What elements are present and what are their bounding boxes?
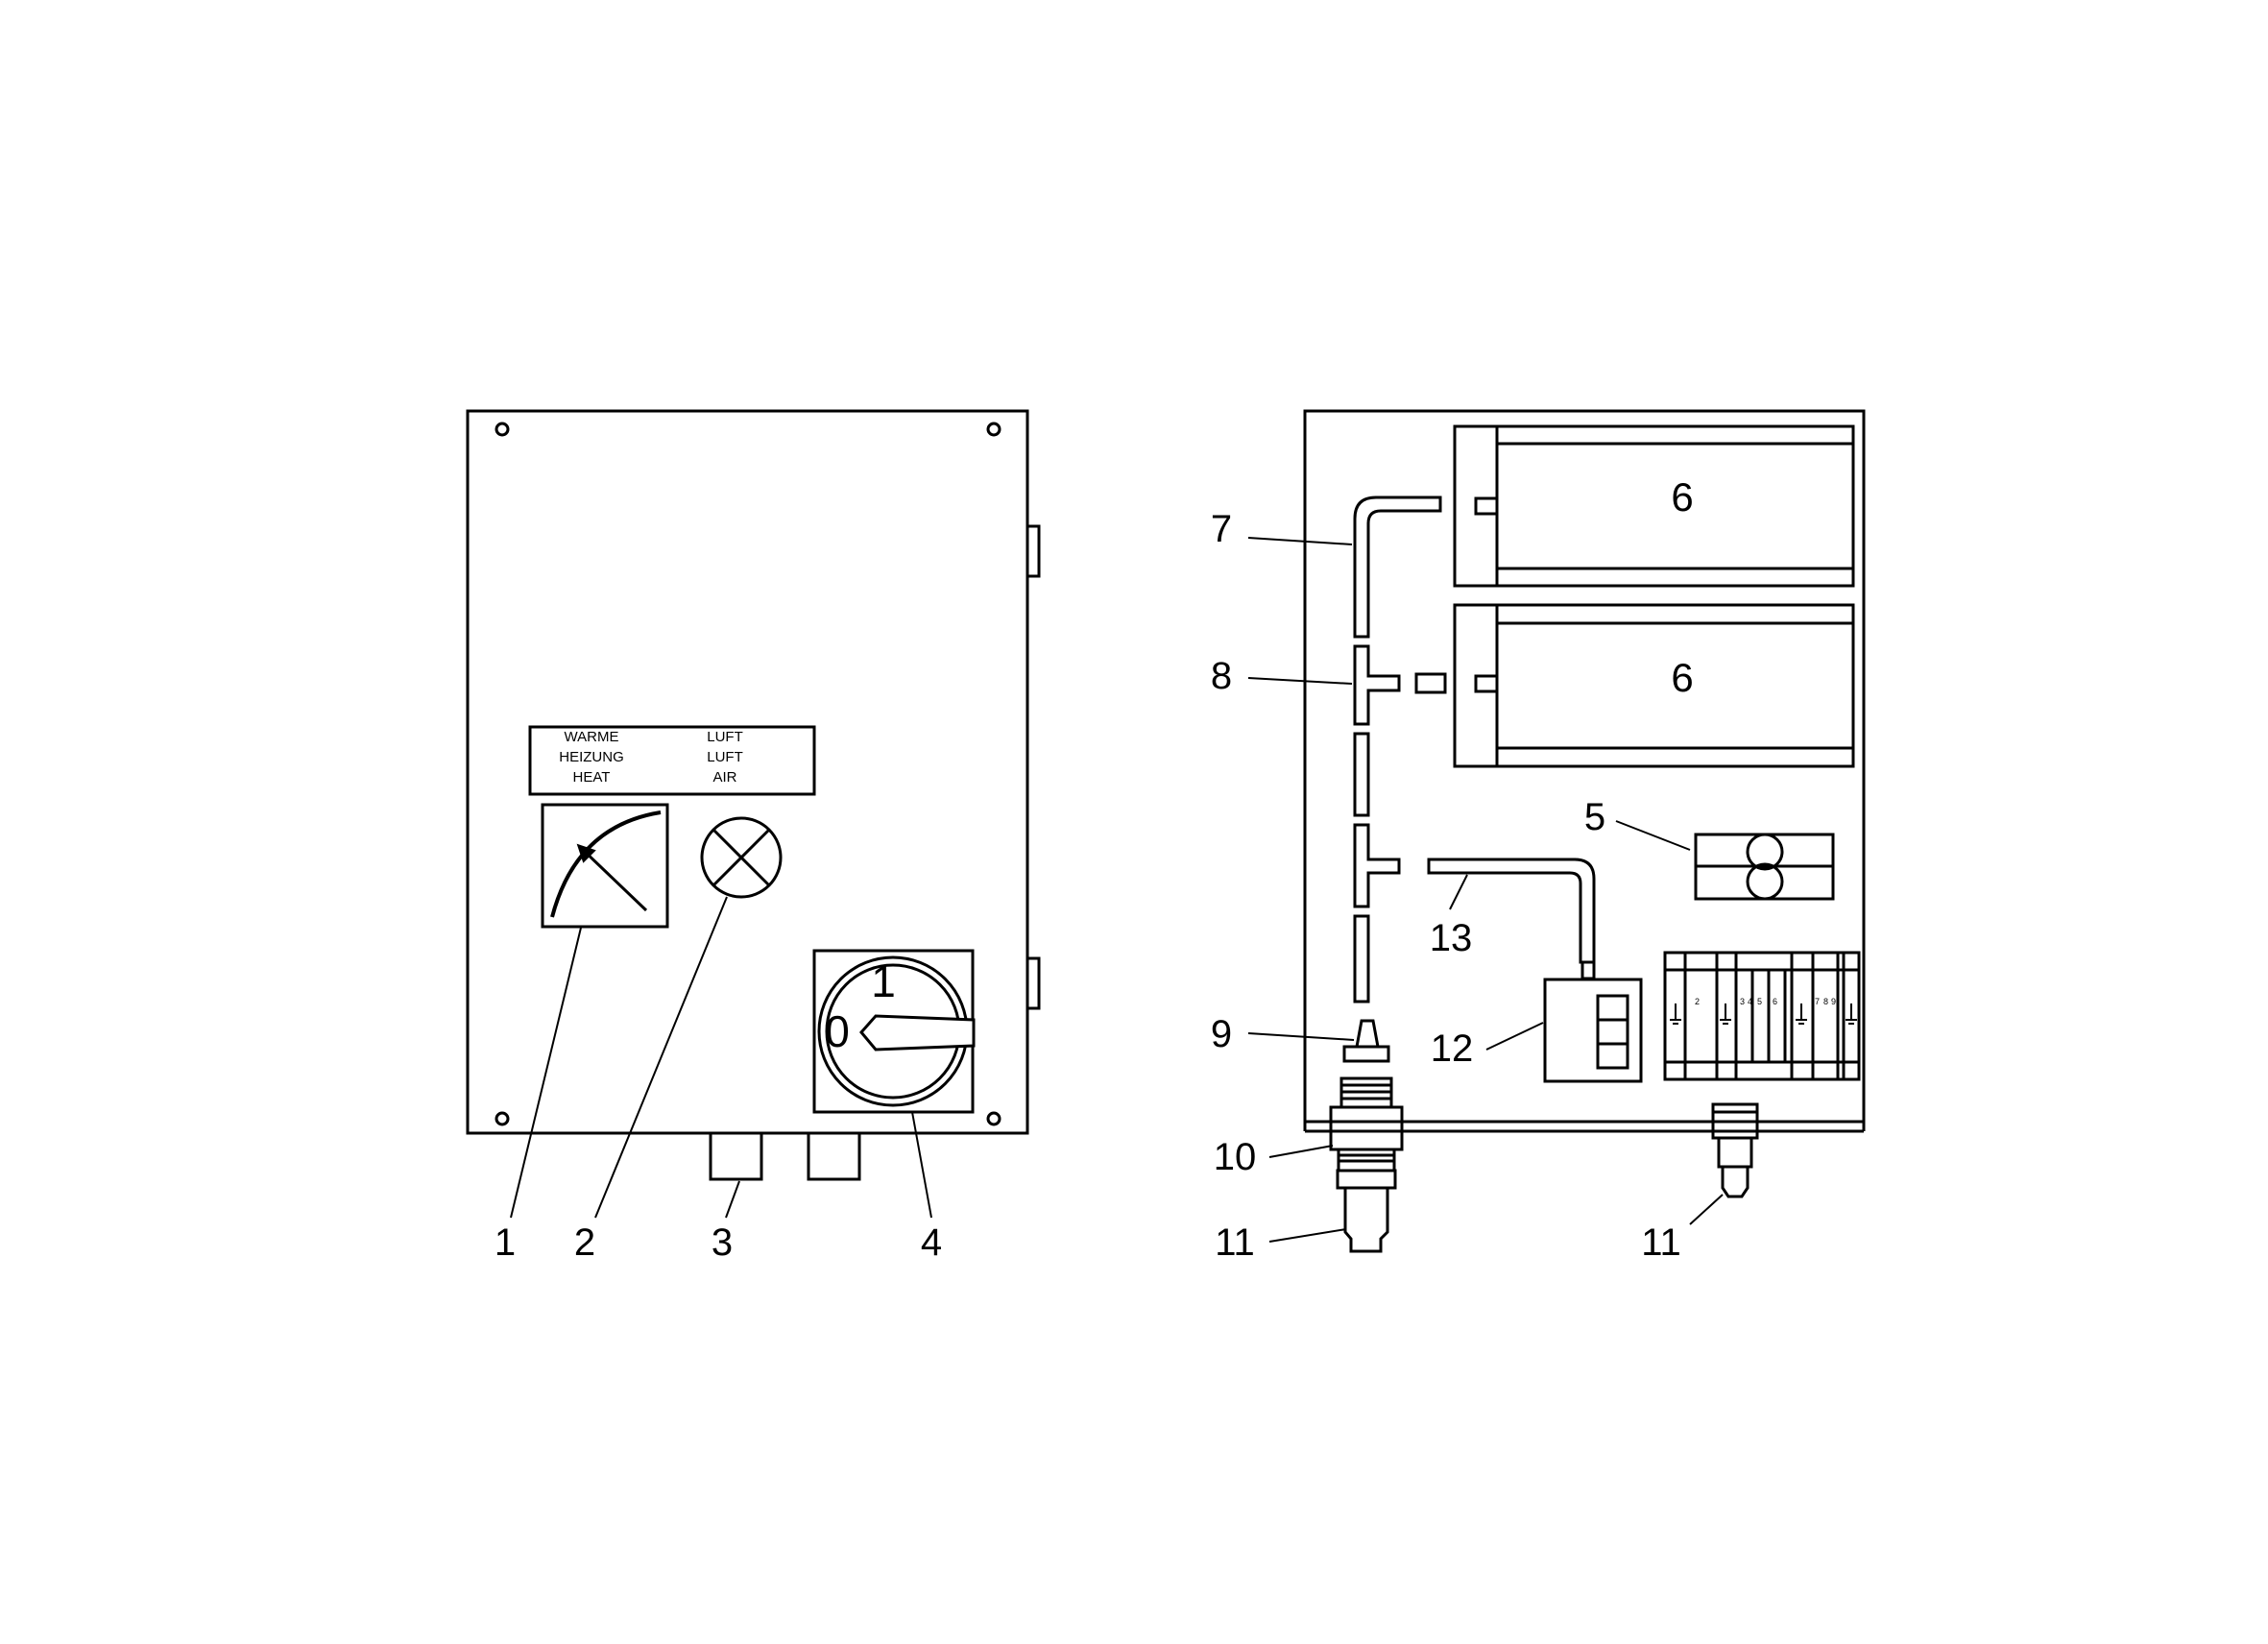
cable-gland (807, 1131, 861, 1181)
plate-right-line2: LUFT (707, 749, 743, 765)
screw-icon (495, 422, 510, 437)
elbow-fitting (1353, 496, 1442, 639)
tube (1353, 914, 1370, 1003)
cable-gland (709, 1131, 763, 1181)
plate-left-line2: HEIZUNG (559, 749, 624, 765)
callout-11-left: 11 (1215, 1221, 1255, 1264)
front-panel (466, 409, 1041, 1181)
inside-panel (1303, 409, 1866, 1253)
tee-fitting (1353, 644, 1401, 726)
terminal-mark: 8 (1823, 997, 1828, 1006)
callout-7: 7 (1211, 508, 1232, 550)
callout-13: 13 (1430, 917, 1473, 959)
callout-2: 2 (574, 1221, 595, 1264)
nozzle (1342, 1019, 1390, 1063)
leader-lines (510, 537, 1724, 1243)
screw-icon (495, 1111, 510, 1126)
terminal-mark: 7 (1815, 997, 1820, 1006)
bulkhead-fitting (1329, 1076, 1404, 1253)
terminal-mark: 2 (1695, 997, 1700, 1006)
callout-3: 3 (712, 1221, 733, 1264)
plate-right-line1: LUFT (707, 729, 743, 745)
terminal-mark: 6 (1773, 997, 1777, 1006)
callout-6-upper: 6 (1671, 474, 1693, 520)
terminal-block (1663, 951, 1861, 1081)
switch-on-label: 1 (871, 956, 896, 1006)
pressure-tube (1427, 858, 1596, 964)
heater-module-upper (1453, 424, 1855, 588)
screw-icon (986, 1111, 1001, 1126)
filter-module (1694, 833, 1835, 901)
callout-5: 5 (1584, 796, 1605, 838)
callout-6-lower: 6 (1671, 655, 1693, 700)
heat-gauge-icon (541, 803, 669, 929)
bulkhead-fitting-right (1711, 1102, 1759, 1198)
tee-fitting (1353, 823, 1401, 908)
callout-11-right: 11 (1641, 1221, 1681, 1264)
switch-off-label: 0 (825, 1006, 850, 1056)
hinge (1025, 524, 1041, 578)
plate-left-line1: WARME (565, 729, 619, 745)
terminal-mark: 9 (1831, 997, 1836, 1006)
callout-12: 12 (1431, 1028, 1474, 1070)
terminal-mark: 3 (1740, 997, 1745, 1006)
plate-right-line3: AIR (712, 769, 736, 786)
rotary-switch-icon (812, 949, 976, 1114)
callout-8: 8 (1211, 655, 1232, 697)
ground-symbol-icon (1670, 1003, 1857, 1025)
callout-1: 1 (495, 1221, 516, 1264)
tube (1353, 732, 1370, 817)
callout-10: 10 (1214, 1136, 1257, 1178)
indicator-lamp-icon (700, 816, 783, 899)
callout-4: 4 (921, 1221, 942, 1264)
heater-module-lower (1453, 603, 1855, 768)
pressure-switch (1543, 978, 1643, 1083)
connector (1414, 672, 1447, 694)
terminal-mark: 5 (1757, 997, 1762, 1006)
screw-icon (986, 422, 1001, 437)
label-plate (528, 725, 816, 796)
terminal-mark: 4 (1748, 997, 1752, 1006)
hinge (1025, 956, 1041, 1010)
callout-9: 9 (1211, 1013, 1232, 1055)
plate-left-line3: HEAT (573, 769, 611, 786)
